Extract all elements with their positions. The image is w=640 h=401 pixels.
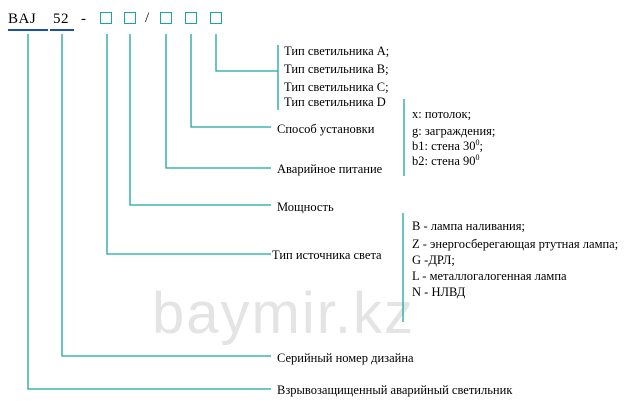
label-explosion-proof: Взрывозащищенный аварийный светильник — [277, 383, 513, 397]
label-emergency-power: Аварийное питание — [277, 162, 383, 176]
label-design-serial: Серийный номер дизайна — [277, 351, 414, 365]
code-box-power — [124, 12, 136, 24]
mounting-option-x: x: потолок; — [412, 107, 472, 121]
light-source-z: Z - энергосберегающая ртутная лампа; — [412, 237, 619, 251]
connector-explosion-proof — [27, 34, 271, 390]
mounting-option-g: g: заграждения; — [412, 124, 496, 138]
code-box-mounting — [185, 12, 197, 24]
label-lamp-type-d: Тип светильника D — [284, 95, 386, 109]
connector-mounting — [190, 34, 271, 128]
label-light-source: Тип источника света — [272, 248, 382, 262]
label-lamp-type-c: Тип светильника C; — [284, 80, 389, 94]
watermark-text: baymir.kz — [152, 281, 415, 346]
connector-light-source — [106, 34, 271, 255]
underline-baj — [8, 29, 48, 31]
light-source-g: G -ДРЛ; — [412, 253, 455, 267]
label-mounting: Способ установки — [277, 122, 375, 136]
label-lamp-type-a: Тип светильника A; — [284, 44, 390, 58]
connector-design-serial — [61, 34, 271, 357]
mounting-option-b1: b1: стена 300; — [412, 137, 484, 153]
code-slash: / — [145, 10, 150, 26]
code-box-emergency-power — [160, 12, 172, 24]
mounting-option-b2: b2: стена 900 — [412, 152, 480, 168]
underline-52 — [50, 29, 74, 31]
connector-emergency-power — [165, 34, 271, 169]
code-52: 52 — [53, 11, 69, 27]
label-lamp-type-b: Тип светильника B; — [284, 62, 389, 76]
code-box-light-source — [100, 12, 112, 24]
code-baj: BAJ — [8, 11, 37, 27]
code-box-lamp-type — [210, 12, 222, 24]
connector-power — [129, 34, 271, 206]
code-dash: - — [81, 11, 87, 27]
connector-lamp-type — [215, 34, 278, 72]
label-power: Мощность — [277, 200, 334, 214]
light-source-l: L - металлогалогенная лампа — [412, 269, 567, 283]
light-source-n: N - НЛВД — [412, 285, 466, 299]
light-source-b: B - лампа наливания; — [412, 219, 525, 233]
